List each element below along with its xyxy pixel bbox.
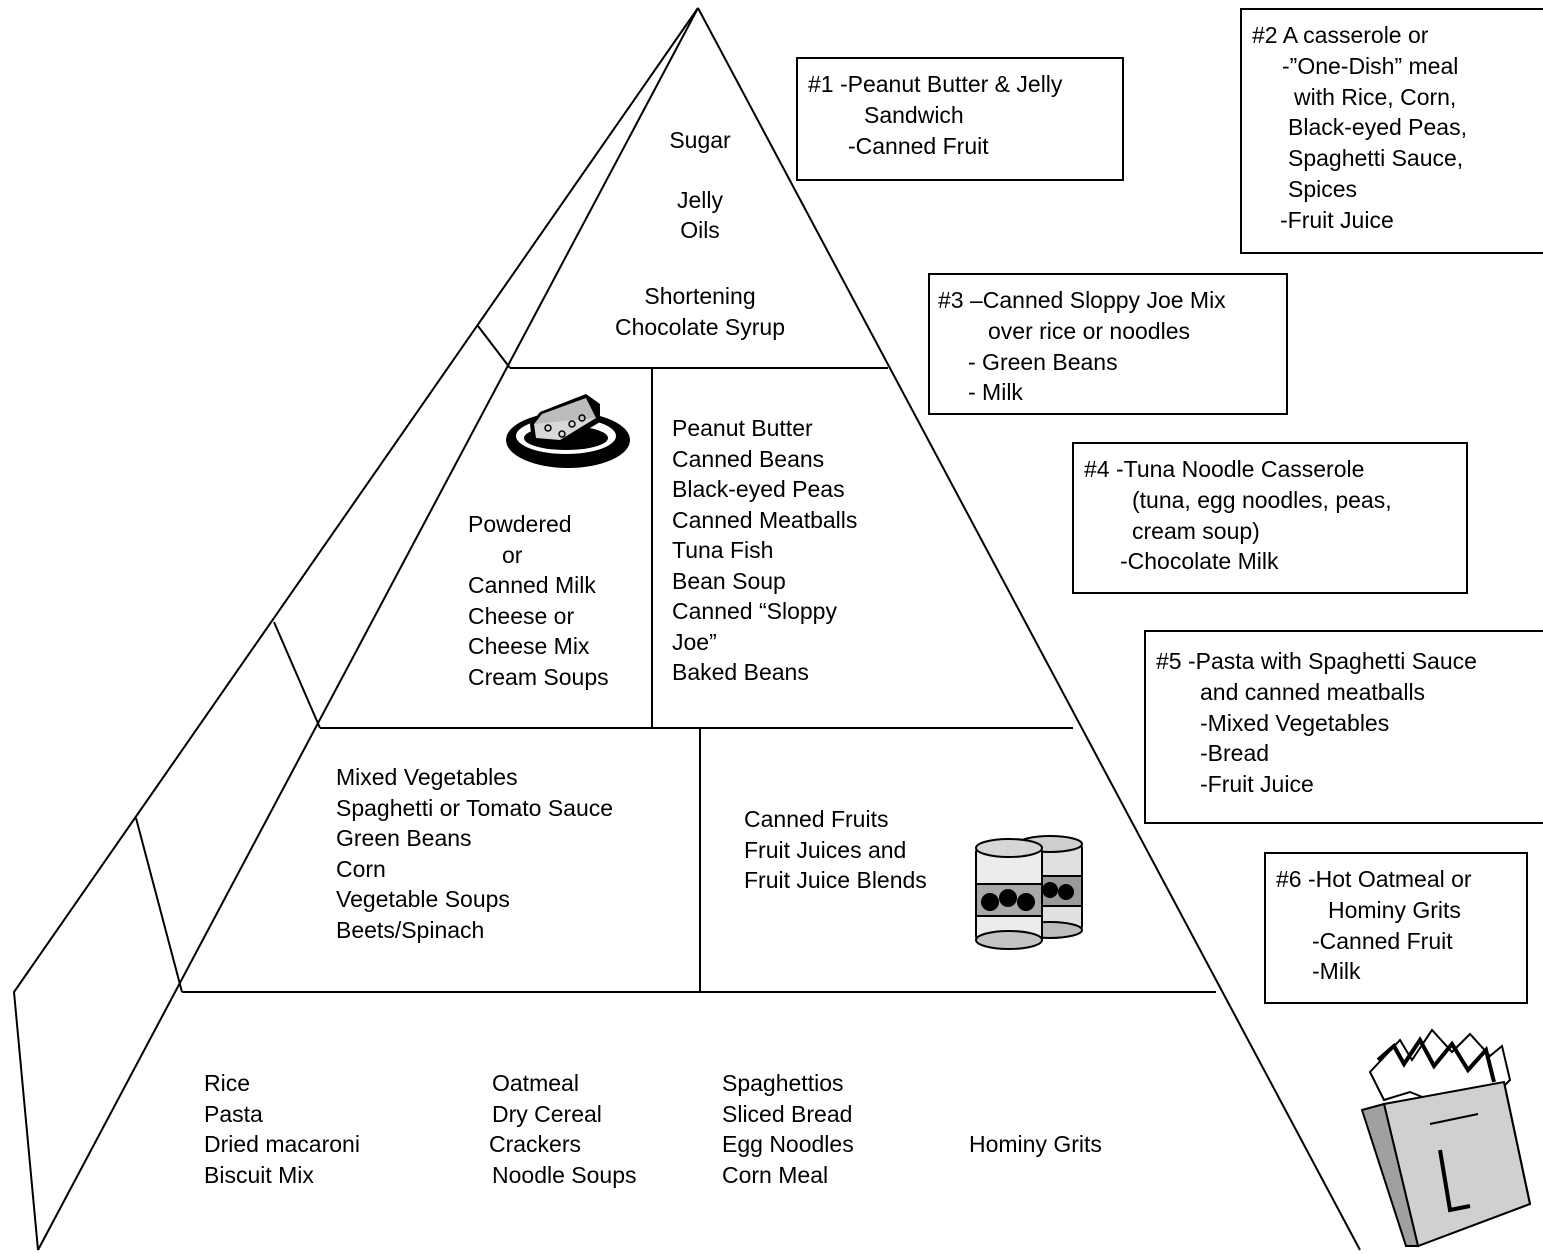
grocery-bag-icon bbox=[1360, 1028, 1532, 1248]
menu-line: -Milk bbox=[1312, 958, 1361, 984]
menu-line: #2 A casserole or bbox=[1252, 22, 1429, 48]
vegetable-item: Corn bbox=[336, 855, 386, 882]
protein-item: Baked Beans bbox=[672, 659, 809, 685]
menu-box-5: #5 -Pasta with Spaghetti Sauce and canne… bbox=[1144, 630, 1543, 824]
cheese-plate-icon bbox=[506, 394, 630, 468]
grain-item-hominy-grits: Hominy Grits bbox=[969, 1131, 1102, 1157]
menu-line: #6 -Hot Oatmeal or bbox=[1276, 866, 1472, 892]
menu-line: -Fruit Juice bbox=[1280, 207, 1394, 233]
vegetable-item: Vegetable Soups bbox=[336, 886, 510, 912]
menu-line: -Canned Fruit bbox=[848, 133, 989, 159]
top-tier-chocolate-syrup: Chocolate Syrup bbox=[614, 314, 786, 340]
grains-column-2: Oatmeal Dry Cereal Crackers Noodle Soups bbox=[489, 1068, 637, 1190]
fruit-item: Canned Fruits bbox=[744, 806, 889, 832]
protein-item: Black-eyed Peas bbox=[672, 476, 845, 502]
menu-line: Hominy Grits bbox=[1328, 897, 1461, 923]
grain-item: Noodle Soups bbox=[492, 1161, 637, 1188]
dairy-item: Cheese Mix bbox=[468, 633, 590, 659]
menu-line: -Fruit Juice bbox=[1200, 771, 1314, 797]
top-tier-shortening: Shortening bbox=[644, 283, 756, 309]
menu-line: - Green Beans bbox=[968, 349, 1118, 375]
protein-item: Bean Soup bbox=[672, 567, 786, 594]
menu-line: -Canned Fruit bbox=[1312, 928, 1453, 954]
menu-line: - Milk bbox=[968, 379, 1023, 405]
dairy-item: or bbox=[502, 541, 523, 568]
menu-line: and canned meatballs bbox=[1200, 679, 1426, 705]
pyramid-side-face bbox=[12, 7, 699, 1251]
menu-box-2: #2 A casserole or -”One-Dish” meal with … bbox=[1240, 8, 1543, 254]
grain-item: Oatmeal bbox=[492, 1070, 579, 1096]
dairy-item: Cheese or bbox=[468, 602, 575, 629]
top-tier-sugar: Sugar bbox=[669, 127, 731, 153]
menu-line: Spices bbox=[1288, 176, 1358, 202]
fruit-item: Fruit Juice Blends bbox=[744, 867, 927, 893]
menu-line: -Chocolate Milk bbox=[1120, 548, 1279, 574]
menu-line: Black-eyed Peas, bbox=[1288, 114, 1467, 140]
grain-item: Dried macaroni bbox=[204, 1131, 360, 1157]
vegetable-item: Green Beans bbox=[336, 825, 472, 851]
menu-line: over rice or noodles bbox=[988, 318, 1190, 344]
grain-item: Crackers bbox=[489, 1131, 582, 1157]
menu-line: -Bread bbox=[1200, 740, 1270, 766]
grain-item: Pasta bbox=[204, 1100, 263, 1127]
menu-box-6: #6 -Hot Oatmeal or Hominy Grits -Canned … bbox=[1264, 852, 1528, 1004]
grain-item: Dry Cereal bbox=[492, 1100, 602, 1127]
protein-item: Canned Beans bbox=[672, 445, 825, 472]
canned-food-icon bbox=[975, 835, 1083, 950]
menu-line: #4 -Tuna Noodle Casserole bbox=[1084, 456, 1365, 482]
grain-item: Biscuit Mix bbox=[204, 1161, 314, 1188]
grain-item: Corn Meal bbox=[722, 1161, 829, 1188]
vegetables-list: Mixed Vegetables Spaghetti or Tomato Sau… bbox=[336, 762, 613, 945]
protein-item: Joe” bbox=[672, 628, 717, 655]
vegetable-item: Mixed Vegetables bbox=[336, 764, 518, 790]
grain-item: Sliced Bread bbox=[722, 1100, 853, 1127]
top-tier-oils: Oils bbox=[680, 217, 720, 243]
protein-item: Canned “Sloppy bbox=[672, 598, 837, 624]
dairy-item: Canned Milk bbox=[468, 572, 596, 598]
menu-line: #1 -Peanut Butter & Jelly bbox=[808, 71, 1063, 97]
menu-line: (tuna, egg noodles, peas, bbox=[1132, 487, 1392, 513]
menu-line: #3 –Canned Sloppy Joe Mix bbox=[938, 287, 1226, 313]
grains-column-3: Spaghettios Sliced Bread Egg Noodles Cor… bbox=[722, 1068, 854, 1190]
menu-line: with Rice, Corn, bbox=[1294, 84, 1457, 110]
pyramid-right-edge bbox=[697, 7, 1361, 1251]
protein-item: Peanut Butter bbox=[672, 415, 813, 441]
menu-line: -Mixed Vegetables bbox=[1200, 710, 1390, 736]
menu-line: cream soup) bbox=[1132, 518, 1260, 544]
top-tier-jelly: Jelly bbox=[676, 187, 723, 213]
menu-box-4: #4 -Tuna Noodle Casserole (tuna, egg noo… bbox=[1072, 442, 1468, 594]
dairy-item: Powdered bbox=[468, 511, 572, 537]
vegetable-item: Spaghetti or Tomato Sauce bbox=[336, 794, 614, 821]
fruit-item: Fruit Juices and bbox=[744, 836, 907, 863]
menu-box-3: #3 –Canned Sloppy Joe Mix over rice or n… bbox=[928, 273, 1288, 415]
dairy-list: Powdered or Canned Milk Cheese or Cheese… bbox=[468, 509, 609, 692]
protein-item: Canned Meatballs bbox=[672, 506, 858, 533]
dairy-item: Cream Soups bbox=[468, 663, 609, 690]
protein-item: Tuna Fish bbox=[672, 537, 774, 563]
grains-column-1: Rice Pasta Dried macaroni Biscuit Mix bbox=[204, 1068, 360, 1190]
grain-item: Spaghettios bbox=[722, 1070, 844, 1096]
grain-item: Rice bbox=[204, 1070, 251, 1096]
protein-list: Peanut Butter Canned Beans Black-eyed Pe… bbox=[672, 413, 857, 688]
menu-line: #5 -Pasta with Spaghetti Sauce bbox=[1156, 648, 1477, 674]
vegetable-item: Beets/Spinach bbox=[336, 916, 485, 943]
menu-line: -”One-Dish” meal bbox=[1282, 53, 1459, 79]
menu-box-1: #1 -Peanut Butter & Jelly Sandwich -Cann… bbox=[796, 57, 1124, 181]
fruits-list: Canned Fruits Fruit Juices and Fruit Jui… bbox=[744, 804, 927, 896]
grain-item: Egg Noodles bbox=[722, 1131, 854, 1157]
pyramid-left-edge bbox=[37, 7, 699, 1251]
menu-line: Spaghetti Sauce, bbox=[1288, 145, 1464, 171]
menu-line: Sandwich bbox=[864, 102, 964, 128]
